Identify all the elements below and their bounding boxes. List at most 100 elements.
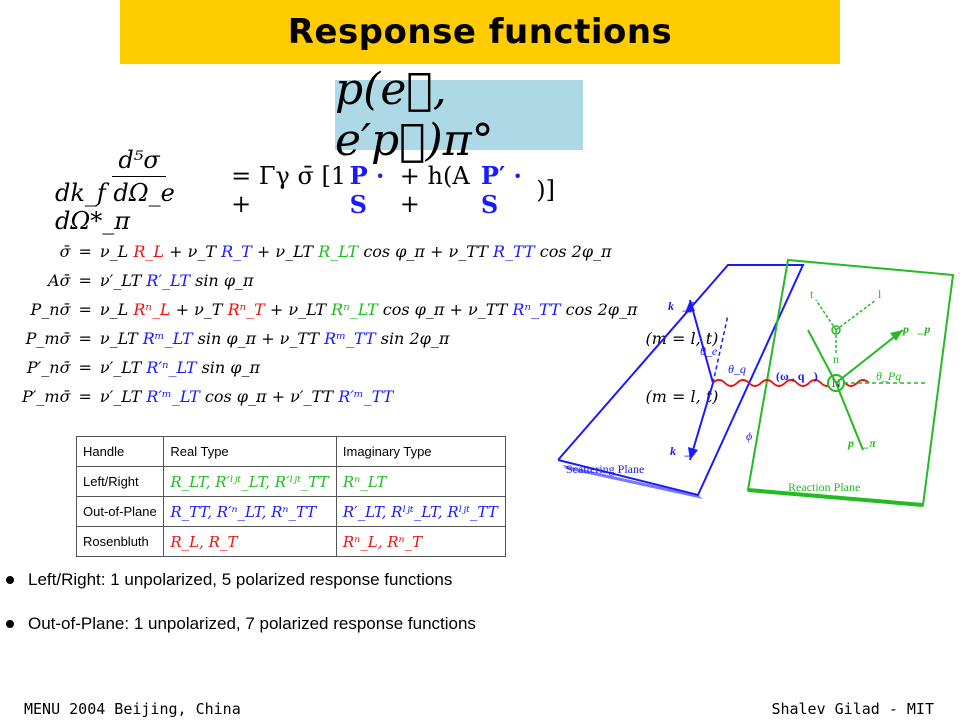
equation-term: + ν_LT [264,300,332,319]
scattering-plane-label: Scattering Plane [566,462,644,476]
reaction-formula-box: p(e⃗, e′p⃗)π° [335,64,583,166]
response-function-term: R′ⁿ_LT [146,358,197,377]
t-axis-label: t [810,287,814,301]
row-real: R_LT, R′ˡʲᵗ_LT, R′ˡʲᵗ_TT [163,466,337,497]
header-imaginary-type: Imaginary Type [335,436,507,467]
row-handle: Out-of-Plane [75,496,165,527]
equation-equals: = [78,329,92,348]
response-function-term: Rⁿ_TT [512,300,561,319]
reaction-formula: p(e⃗, e′p⃗)π° [335,64,494,166]
equation-lhs: Aσ̄ [48,271,71,290]
theta-e-label: θ_e [700,344,718,358]
equation-equals: = [78,387,92,406]
p-proton-label: p⃗_p [902,322,930,336]
equation-term: ν′_LT [99,387,147,406]
cross-section-equation: d⁵σ dk_f dΩ_e dΩ*_π = Γγ σ̄ [1 + P · S +… [55,146,555,235]
phi-label: ϕ [746,429,752,443]
xsec-suffix: )] [536,176,555,204]
n-axis-label: n [833,352,839,366]
axis-origin-icon [831,325,841,335]
k-i-label: k⃗_i [670,444,695,458]
table-row: Left/Right R_LT, R′ˡʲᵗ_LT, R′ˡʲᵗ_TT Rⁿ_L… [75,466,507,497]
fraction-numerator: d⁵σ [112,146,166,177]
xsec-pprime-dot-s: P′ · S [480,161,522,219]
equation-equals: = [78,271,92,290]
equation-term: cos 2φ_π [560,300,638,319]
scattering-plane-edge [563,465,703,499]
response-function-term: R′ᵐ_LT [146,387,200,406]
equation-term: sin 2φ_π [375,329,450,348]
header-real-type: Real Type [163,436,337,467]
row-handle: Left/Right [75,466,165,497]
equation-lhs: σ̄ [59,242,71,261]
response-function-term: Rⁿ_LT [331,300,378,319]
equation-row: P′_nσ̄=ν′_LT R′ⁿ_LT sin φ_π [18,353,722,382]
bullet-text: Out-of-Plane: 1 unpolarized, 7 polarized… [28,614,476,633]
equation-row: P_mσ̄ =ν_LT Rᵐ_LT sin φ_π + ν_TT Rᵐ_TT si… [18,324,722,353]
bullet-dot-icon [6,576,14,584]
equation-term: sin φ_π [196,358,261,377]
equation-term: cos 2φ_π [534,242,612,261]
k-f-arrowhead-icon [685,300,695,313]
equation-term: + ν_LT [251,242,319,261]
kinematics-diagram: N k⃗_f k⃗_i θ_e θ_q (ω , q⃗) p⃗_p p⃗_π θ… [558,258,955,507]
response-function-term: Rⁿ_L [133,300,171,319]
table-row: Rosenbluth R_L, R_T Rⁿ_L, Rⁿ_T [75,526,507,557]
equation-rhs: ν_L Rⁿ_L + ν_T Rⁿ_T + ν_LT Rⁿ_LT cos φ_π… [96,295,642,324]
response-function-term: Rᵐ_TT [324,329,376,348]
footer-author: Shalev Gilad - MIT [771,700,934,718]
bullet-dot-icon [6,620,14,628]
equation-term: ν_L [99,300,134,319]
row-imag: Rⁿ_LT [335,466,507,497]
response-function-term: R_T [221,242,252,261]
equation-equals: = [78,358,92,377]
bullet-list: Left/Right: 1 unpolarized, 5 polarized r… [6,570,566,658]
response-function-term: Rⁿ_T [227,300,265,319]
equation-term: ν′_LT [99,358,147,377]
footer-conference: MENU 2004 Beijing, China [24,700,241,718]
equation-term: + ν_T [164,242,222,261]
handle-table-header: Handle Real Type Imaginary Type [75,436,507,467]
equation-term: ν_L [99,242,134,261]
equation-term: cos φ_π + ν_TT [358,242,493,261]
row-real: R_TT, R′ⁿ_LT, Rⁿ_TT [163,496,337,527]
response-function-term: R_TT [492,242,535,261]
table-row: Out-of-Plane R_TT, R′ⁿ_LT, Rⁿ_TT R′_LT, … [75,496,507,527]
equation-equals: = [78,300,92,319]
fraction-denominator: dk_f dΩ_e dΩ*_π [55,178,175,235]
equation-term: ν_LT [99,329,143,348]
p-pion-line [835,382,864,451]
row-imag: R′_LT, Rˡʲᵗ_LT, Rˡʲᵗ_TT [335,496,507,527]
upper-left-line [807,329,837,384]
p-proton-arrow [835,329,904,384]
equation-term: sin φ_π [190,271,254,290]
equation-row: P′_mσ̄=ν′_LT R′ᵐ_LT cos φ_π + ν′_TT R′ᵐ_… [18,382,722,411]
row-real: R_L, R_T [163,526,337,557]
k-f-arrow [689,299,714,384]
t-axis [815,299,837,331]
xsec-rhs-prefix: = Γγ σ̄ [1 + [231,162,347,218]
p-proton-arrowhead-icon [890,330,903,341]
p-pion-label: p⃗_π [847,436,876,450]
response-function-term: R′ᵐ_TT [338,387,394,406]
l-axis-label: l [878,287,882,301]
k-f-label: k⃗_f [668,299,694,313]
l-axis [835,299,877,331]
equation-term: sin φ_π + ν_TT [192,329,325,348]
equation-condition: (m = l, t) [645,387,719,406]
response-function-term: R_LT [318,242,359,261]
equation-row: σ̄=ν_L R_L + ν_T R_T + ν_LT R_LT cos φ_π… [18,237,722,266]
equation-rhs: ν′_LT R′_LT sin φ_π [96,266,642,295]
row-imag: Rⁿ_L, Rⁿ_T [335,526,507,557]
equation-rhs: ν_L R_L + ν_T R_T + ν_LT R_LT cos φ_π + … [96,237,642,266]
reaction-plane-label: Reaction Plane [788,480,860,494]
dashed-axis [712,314,729,384]
equation-rhs: ν′_LT R′ⁿ_LT sin φ_π [96,353,642,382]
equation-term: + ν_T [170,300,228,319]
reaction-plane-edge [747,488,924,507]
equation-rhs: ν′_LT R′ᵐ_LT cos φ_π + ν′_TT R′ᵐ_TT [96,382,642,411]
equation-lhs: P_mσ̄ [25,329,71,348]
handle-table: Handle Real Type Imaginary Type Left/Rig… [75,436,507,557]
equation-rhs: ν_LT Rᵐ_LT sin φ_π + ν_TT Rᵐ_TT sin 2φ_π [96,324,642,353]
bullet-text: Left/Right: 1 unpolarized, 5 polarized r… [28,570,453,589]
